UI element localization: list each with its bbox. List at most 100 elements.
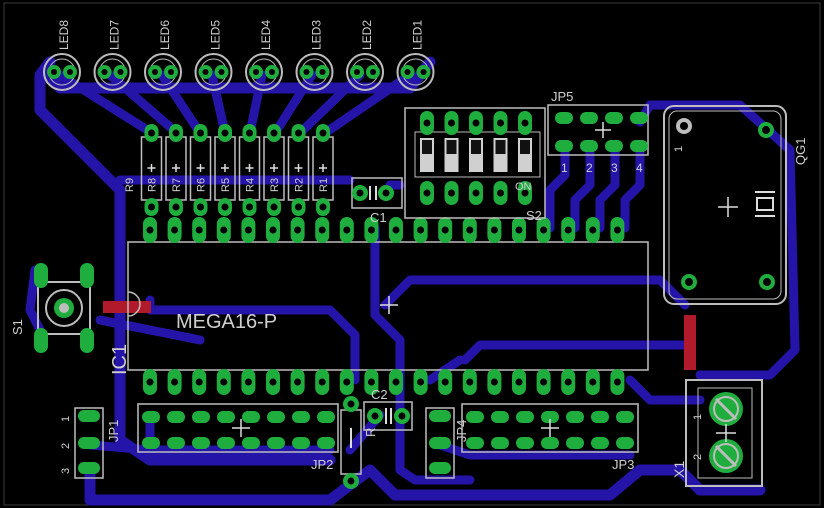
resistor-label: R3: [269, 178, 281, 192]
resistor-label: R2: [294, 178, 306, 192]
led-3: LED3: [295, 20, 334, 91]
s1-label: S1: [10, 319, 25, 335]
origin-marks: [232, 296, 559, 437]
led-1: LED1: [396, 20, 435, 91]
header-pad: [466, 411, 484, 423]
jp1-header: JP1 1 2 3: [60, 407, 121, 479]
jp5-num-1: 1: [561, 161, 568, 175]
jp5-num-3: 3: [611, 161, 618, 175]
header-pad: [566, 411, 584, 423]
header-pad: [217, 437, 235, 449]
led-row: LED8 LED7 LED6 LED5 LED4 LED3 LED2 LED1: [43, 20, 435, 91]
ic-outline: [127, 241, 649, 371]
crystal: QG1 1: [663, 105, 808, 305]
crystal-pin1: 1: [673, 146, 685, 152]
jp5-num-2: 2: [586, 161, 593, 175]
resistor-r4: R4: [238, 124, 261, 216]
led-label: LED7: [108, 20, 122, 50]
header-pad: [267, 411, 285, 423]
header-right: JP3: [461, 403, 639, 472]
x1-label: X1: [671, 461, 687, 478]
led-label: LED6: [158, 20, 172, 50]
c1-label: C1: [370, 210, 387, 225]
led-label: LED5: [209, 20, 223, 50]
header-pad: [616, 411, 634, 423]
resistor-label: R7: [171, 178, 183, 192]
header-pad: [541, 411, 559, 423]
led-5: LED5: [194, 20, 233, 91]
header-pad: [516, 437, 534, 449]
header-pad: [591, 437, 609, 449]
header-pad: [292, 437, 310, 449]
resistor-r8: R8: [140, 124, 163, 216]
jp5-header: JP5 1 2 3 4: [547, 89, 649, 175]
resistor-r3: R3: [263, 124, 285, 216]
jp5-num-4: 4: [636, 161, 643, 175]
led-6: LED6: [144, 20, 182, 91]
c2-label: C2: [371, 387, 388, 402]
header-pad: [167, 411, 185, 423]
resistor-r7: R7: [165, 124, 187, 216]
jp1-pin-3: 3: [60, 468, 72, 474]
resistor-label: R1: [318, 178, 330, 192]
led-label: LED2: [360, 20, 374, 50]
header-pad: [317, 437, 335, 449]
jp3-label: JP3: [612, 457, 634, 472]
capacitor-c1: C1: [351, 177, 403, 225]
header-pad: [142, 437, 160, 449]
header-pad: [616, 437, 634, 449]
header-pad: [192, 411, 210, 423]
capacitor-c2: C2 R: [363, 387, 413, 437]
led-label: LED1: [411, 20, 425, 50]
header-pad: [591, 411, 609, 423]
led-2: LED2: [346, 20, 384, 91]
x1-pin-2: 2: [692, 454, 704, 460]
ic-pins-top: [143, 217, 625, 243]
ic-notch: [127, 291, 141, 317]
header-pad: [217, 411, 235, 423]
header-pad: [566, 437, 584, 449]
led-label: LED3: [310, 20, 324, 50]
header-pad: [192, 437, 210, 449]
header-left: [137, 403, 339, 453]
resistor-r5: R5: [214, 124, 236, 216]
resistor-reset: JP2: [311, 396, 362, 489]
header-pad: [292, 411, 310, 423]
pushbutton-s1: S1: [10, 263, 94, 353]
resistor-label: R9: [124, 178, 136, 192]
resistor-label: R6: [196, 178, 208, 192]
header-pad: [242, 411, 260, 423]
resistor-label: R4: [245, 178, 257, 192]
x1-pin-1: 1: [692, 414, 704, 420]
led-label: LED4: [259, 20, 273, 50]
header-pad: [516, 411, 534, 423]
header-pad: [167, 437, 185, 449]
ic-label: MEGA16-P: [176, 311, 277, 333]
resistor-r6: R6: [189, 124, 212, 216]
terminal-x1: X1 1 2: [671, 379, 763, 487]
jp2-label: JP2: [311, 457, 333, 472]
ic-designator: IC1: [109, 344, 131, 375]
dip-switch-label: S2: [526, 208, 542, 223]
resistor-label: R5: [220, 178, 232, 192]
resistor-array: R9 R8 R7 R6 R5 R4 R3 R2 R1: [124, 124, 334, 216]
dip-switch: ON S2: [404, 107, 546, 223]
header-pad: [491, 437, 509, 449]
header-pad: [267, 437, 285, 449]
jp1-pin-1: 1: [60, 416, 72, 422]
header-pad: [491, 411, 509, 423]
header-pad: [242, 437, 260, 449]
header-pad: [466, 437, 484, 449]
dip-on-text: ON: [515, 181, 532, 193]
resistor-label: R8: [147, 178, 159, 192]
header-pad: [142, 411, 160, 423]
jp1-pin-2: 2: [60, 443, 72, 449]
ic-pins-bottom: [143, 369, 625, 395]
resistor-r2: R2: [287, 124, 310, 216]
jp5-label: JP5: [551, 89, 573, 104]
led-label: LED8: [57, 20, 71, 50]
jp1-label: JP1: [106, 420, 121, 442]
led-7: LED7: [93, 20, 132, 91]
crystal-label: QG1: [793, 138, 808, 165]
